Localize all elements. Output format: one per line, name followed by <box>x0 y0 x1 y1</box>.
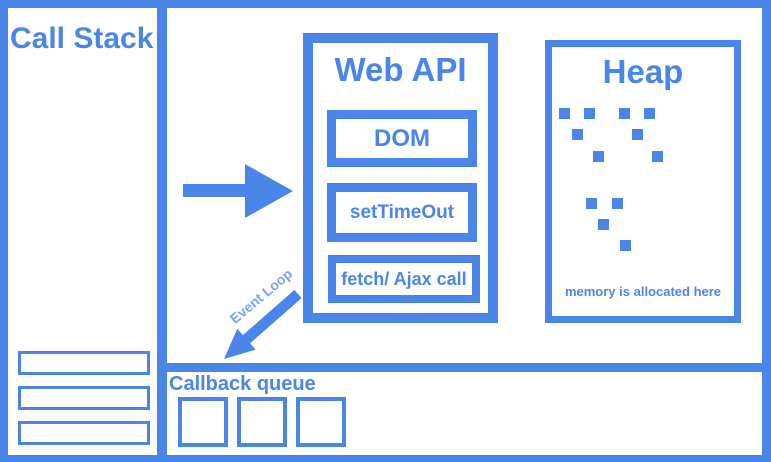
stack-frame <box>18 351 150 375</box>
stack-frame <box>18 421 150 445</box>
heap-memory-square <box>584 108 595 119</box>
callback-queue-title: Callback queue <box>169 373 316 395</box>
right-arrow-icon <box>183 164 293 218</box>
runtime-panel: Event Loop Web API DOM setTimeOut fetch/… <box>167 8 762 363</box>
heap-memory-square <box>598 219 609 230</box>
callback-queue-slot <box>296 397 346 447</box>
stack-frame <box>18 386 150 410</box>
down-left-arrow-icon <box>224 289 302 359</box>
heap-box: Heap memory is allocated here <box>545 40 741 323</box>
callback-queue-slot <box>178 397 228 447</box>
web-api-title: Web API <box>334 51 467 88</box>
heap-memory-square <box>652 151 663 162</box>
web-api-item-fetch-ajax: fetch/ Ajax call <box>328 255 480 303</box>
web-api-item-dom: DOM <box>327 110 477 167</box>
callback-queue-panel: Callback queue <box>167 372 762 455</box>
heap-title: Heap <box>602 53 684 90</box>
heap-memory-square <box>620 240 631 251</box>
callback-queue-slots <box>178 397 346 447</box>
heap-memory-square <box>612 198 623 209</box>
heap-memory-square <box>644 108 655 119</box>
callback-queue-slot <box>237 397 287 447</box>
heap-memory-square <box>572 129 583 140</box>
call-stack-panel: Call Stack <box>8 8 157 455</box>
heap-memory-square <box>559 108 570 119</box>
web-api-item-settimeout: setTimeOut <box>327 183 477 242</box>
web-api-box: Web API DOM setTimeOut fetch/ Ajax call <box>303 33 498 323</box>
call-stack-title: Call Stack <box>10 22 154 55</box>
heap-memory-square <box>586 198 597 209</box>
heap-memory-square <box>632 129 643 140</box>
heap-caption: memory is allocated here <box>564 284 722 299</box>
heap-memory-square <box>619 108 630 119</box>
call-stack-frames <box>18 351 150 445</box>
heap-memory-square <box>593 151 604 162</box>
